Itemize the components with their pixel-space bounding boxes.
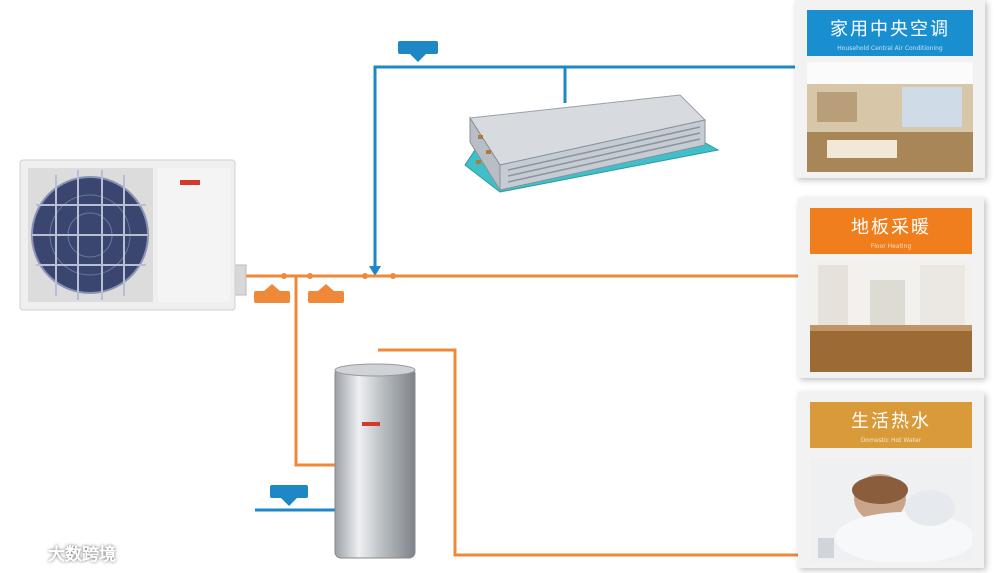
card-floor-heating: 地板采暖 Floor Heating [798, 198, 984, 378]
card-floor-heating-title: 地板采暖 [851, 216, 931, 238]
card-hot-water: 生活热水 Domestic Hot Water [798, 392, 984, 568]
card-central-ac-subtitle: Household Central Air Conditioning [837, 44, 943, 52]
outdoor-unit [19, 159, 247, 311]
watermark-logo-icon [12, 543, 43, 561]
valve-dot [390, 273, 396, 279]
card-central-ac: 家用中央空调 Household Central Air Conditionin… [795, 0, 985, 178]
valve-tag-left [254, 284, 290, 303]
card-floor-heating-header: 地板采暖 Floor Heating [810, 208, 972, 254]
blue-pipe-main [373, 65, 805, 270]
card-hot-water-header: 生活热水 Domestic Hot Water [810, 402, 972, 448]
valve-dot [281, 273, 287, 279]
watermark-text: 大数跨境 [48, 545, 116, 565]
valve-tag-right [308, 284, 344, 303]
orange-pipe-tank-loop [294, 276, 335, 467]
valve-dot [362, 273, 368, 279]
fan-coil-unit [464, 94, 720, 193]
valve-dot [307, 273, 313, 279]
card-floor-heating-subtitle: Floor Heating [870, 242, 912, 250]
valve-tag-bottom [270, 485, 308, 506]
room-floor-photo [810, 260, 972, 372]
blue-arrow-head [369, 266, 381, 276]
hot-water-tank [334, 363, 416, 559]
valve-markers [281, 273, 396, 279]
bath-photo [810, 458, 972, 562]
brand-mark [180, 180, 200, 185]
card-central-ac-title: 家用中央空调 [830, 18, 950, 40]
card-hot-water-title: 生活热水 [851, 410, 931, 432]
card-central-ac-header: 家用中央空调 Household Central Air Conditionin… [807, 10, 973, 56]
tank-brand-mark [362, 422, 380, 426]
valve-tag-top [398, 41, 438, 62]
watermark: 大数跨境 [12, 540, 116, 565]
card-hot-water-subtitle: Domestic Hot Water [860, 436, 922, 444]
orange-pipe-hot-water [378, 348, 805, 557]
living-room-photo [807, 62, 973, 172]
